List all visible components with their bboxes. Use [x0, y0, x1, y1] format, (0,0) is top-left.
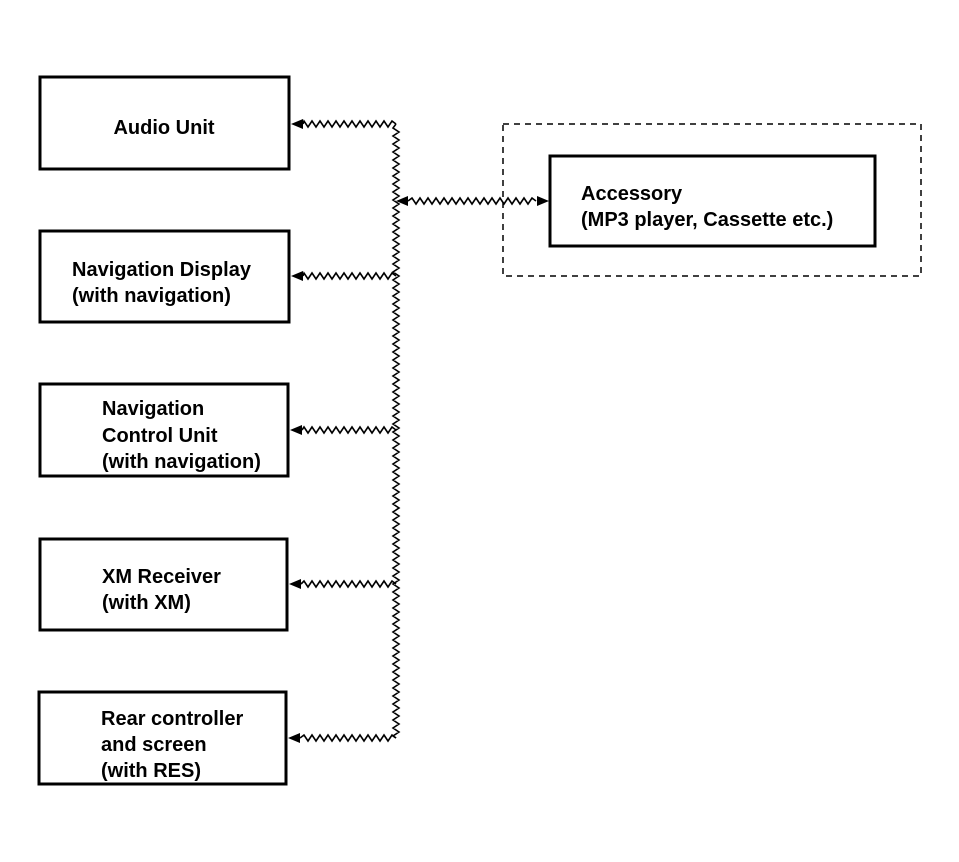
- arrowhead-navigation-display: [291, 271, 303, 281]
- wire-to-xm-receiver: [300, 579, 397, 589]
- node-audio-unit: Audio Unit: [38, 75, 291, 171]
- navigation-display-box: [38, 229, 291, 324]
- rear-controller-label-3: (with RES): [101, 760, 201, 782]
- accessory-label-2: (MP3 player, Cassette etc.): [581, 209, 833, 231]
- rear-controller-label-2: and screen: [101, 734, 207, 756]
- navigation-display-label-1: Navigation Display: [72, 259, 252, 281]
- arrowhead-audio-unit: [291, 119, 303, 129]
- arrowhead-bus-from-accessory: [396, 196, 408, 206]
- arrowhead-xm-receiver: [289, 579, 301, 589]
- node-rear-controller: Rear controller and screen (with RES): [37, 690, 288, 786]
- navigation-display-label-2: (with navigation): [72, 285, 231, 307]
- wire-to-rear-controller: [299, 733, 397, 743]
- navigation-control-unit-label-1: Navigation: [102, 398, 204, 420]
- wire-to-navigation-control-unit: [301, 425, 397, 435]
- node-accessory: Accessory (MP3 player, Cassette etc.): [548, 154, 877, 248]
- xm-receiver-label-1: XM Receiver: [102, 566, 221, 588]
- node-navigation-control-unit: Navigation Control Unit (with navigation…: [38, 382, 290, 478]
- bus-wire-vertical: [391, 123, 401, 739]
- bus-wires: [288, 119, 549, 743]
- wire-to-accessory: [407, 196, 537, 206]
- navigation-control-unit-box: [38, 382, 290, 478]
- accessory-box: [548, 154, 877, 248]
- node-xm-receiver: XM Receiver (with XM): [38, 537, 289, 632]
- wire-to-audio-unit: [302, 119, 397, 129]
- audio-unit-label-1: Audio Unit: [113, 117, 214, 139]
- node-navigation-display: Navigation Display (with navigation): [38, 229, 291, 324]
- arrowhead-navigation-control-unit: [290, 425, 302, 435]
- accessory-label-1: Accessory: [581, 183, 683, 205]
- arrowhead-rear-controller: [288, 733, 300, 743]
- navigation-control-unit-label-2: Control Unit: [102, 425, 218, 447]
- rear-controller-label-1: Rear controller: [101, 708, 243, 730]
- xm-receiver-label-2: (with XM): [102, 592, 191, 614]
- navigation-control-unit-label-3: (with navigation): [102, 451, 261, 473]
- xm-receiver-box: [38, 537, 289, 632]
- arrowhead-accessory: [537, 196, 549, 206]
- rear-controller-box: [37, 690, 288, 786]
- accessory-group-frame: [502, 123, 922, 277]
- audio-unit-box: [38, 75, 291, 171]
- wire-to-navigation-display: [302, 271, 397, 281]
